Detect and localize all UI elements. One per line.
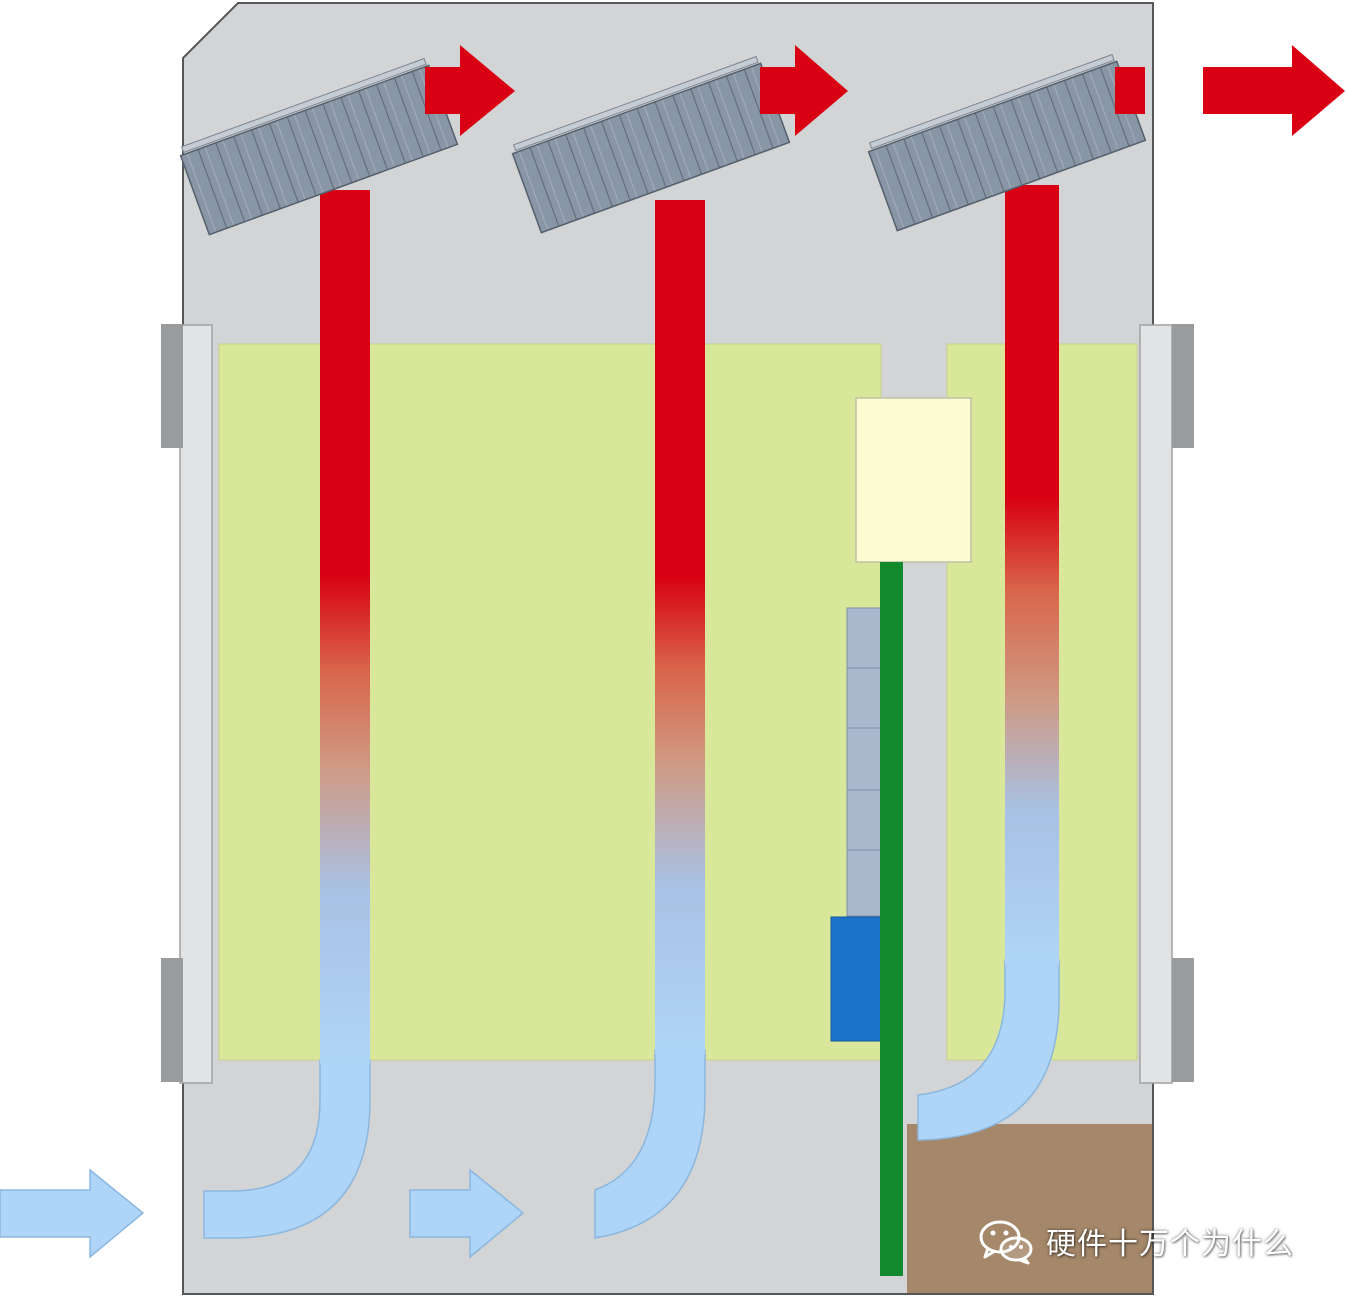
pcb-strip (880, 562, 903, 1276)
right-rail (1139, 324, 1173, 1084)
right-bottom-bracket (1172, 958, 1194, 1082)
yellow-module (855, 397, 972, 563)
chip-grey-3 (846, 727, 882, 791)
watermark-text: 硬件十万个为什么 (1046, 1227, 1294, 1262)
chip-grey-4 (846, 789, 882, 851)
airflow-tube-1 (320, 190, 370, 1064)
exhaust-fan-3 (867, 53, 1147, 232)
airflow-tube-3 (1005, 185, 1059, 965)
inlet-arrow-inside (409, 1168, 525, 1259)
exhaust-arrow-2 (760, 45, 848, 136)
left-rail (179, 324, 213, 1084)
exhaust-fan-2 (511, 55, 791, 234)
watermark: 硬件十万个为什么 (978, 1213, 1294, 1269)
wechat-icon (979, 1220, 1033, 1265)
airflow-bend-2 (594, 1049, 706, 1239)
airflow-tube-2 (655, 200, 705, 1054)
airflow-bend-1 (203, 1059, 371, 1239)
exhaust-arrow-1 (425, 45, 515, 136)
exhaust-arrow-outside (1203, 45, 1345, 136)
airflow-bend-3 (917, 959, 1060, 1141)
board-area-left (218, 343, 882, 1061)
chip-blue (830, 916, 882, 1042)
left-bottom-bracket (161, 958, 183, 1082)
left-top-bracket (161, 324, 183, 448)
inlet-arrow-outside (0, 1168, 145, 1259)
chip-grey-2 (846, 667, 882, 729)
base-block (907, 1124, 1152, 1293)
chip-grey-1 (846, 607, 882, 669)
chip-grey-5 (846, 849, 882, 917)
right-top-bracket (1172, 324, 1194, 448)
exhaust-arrow-3 (1115, 67, 1145, 114)
